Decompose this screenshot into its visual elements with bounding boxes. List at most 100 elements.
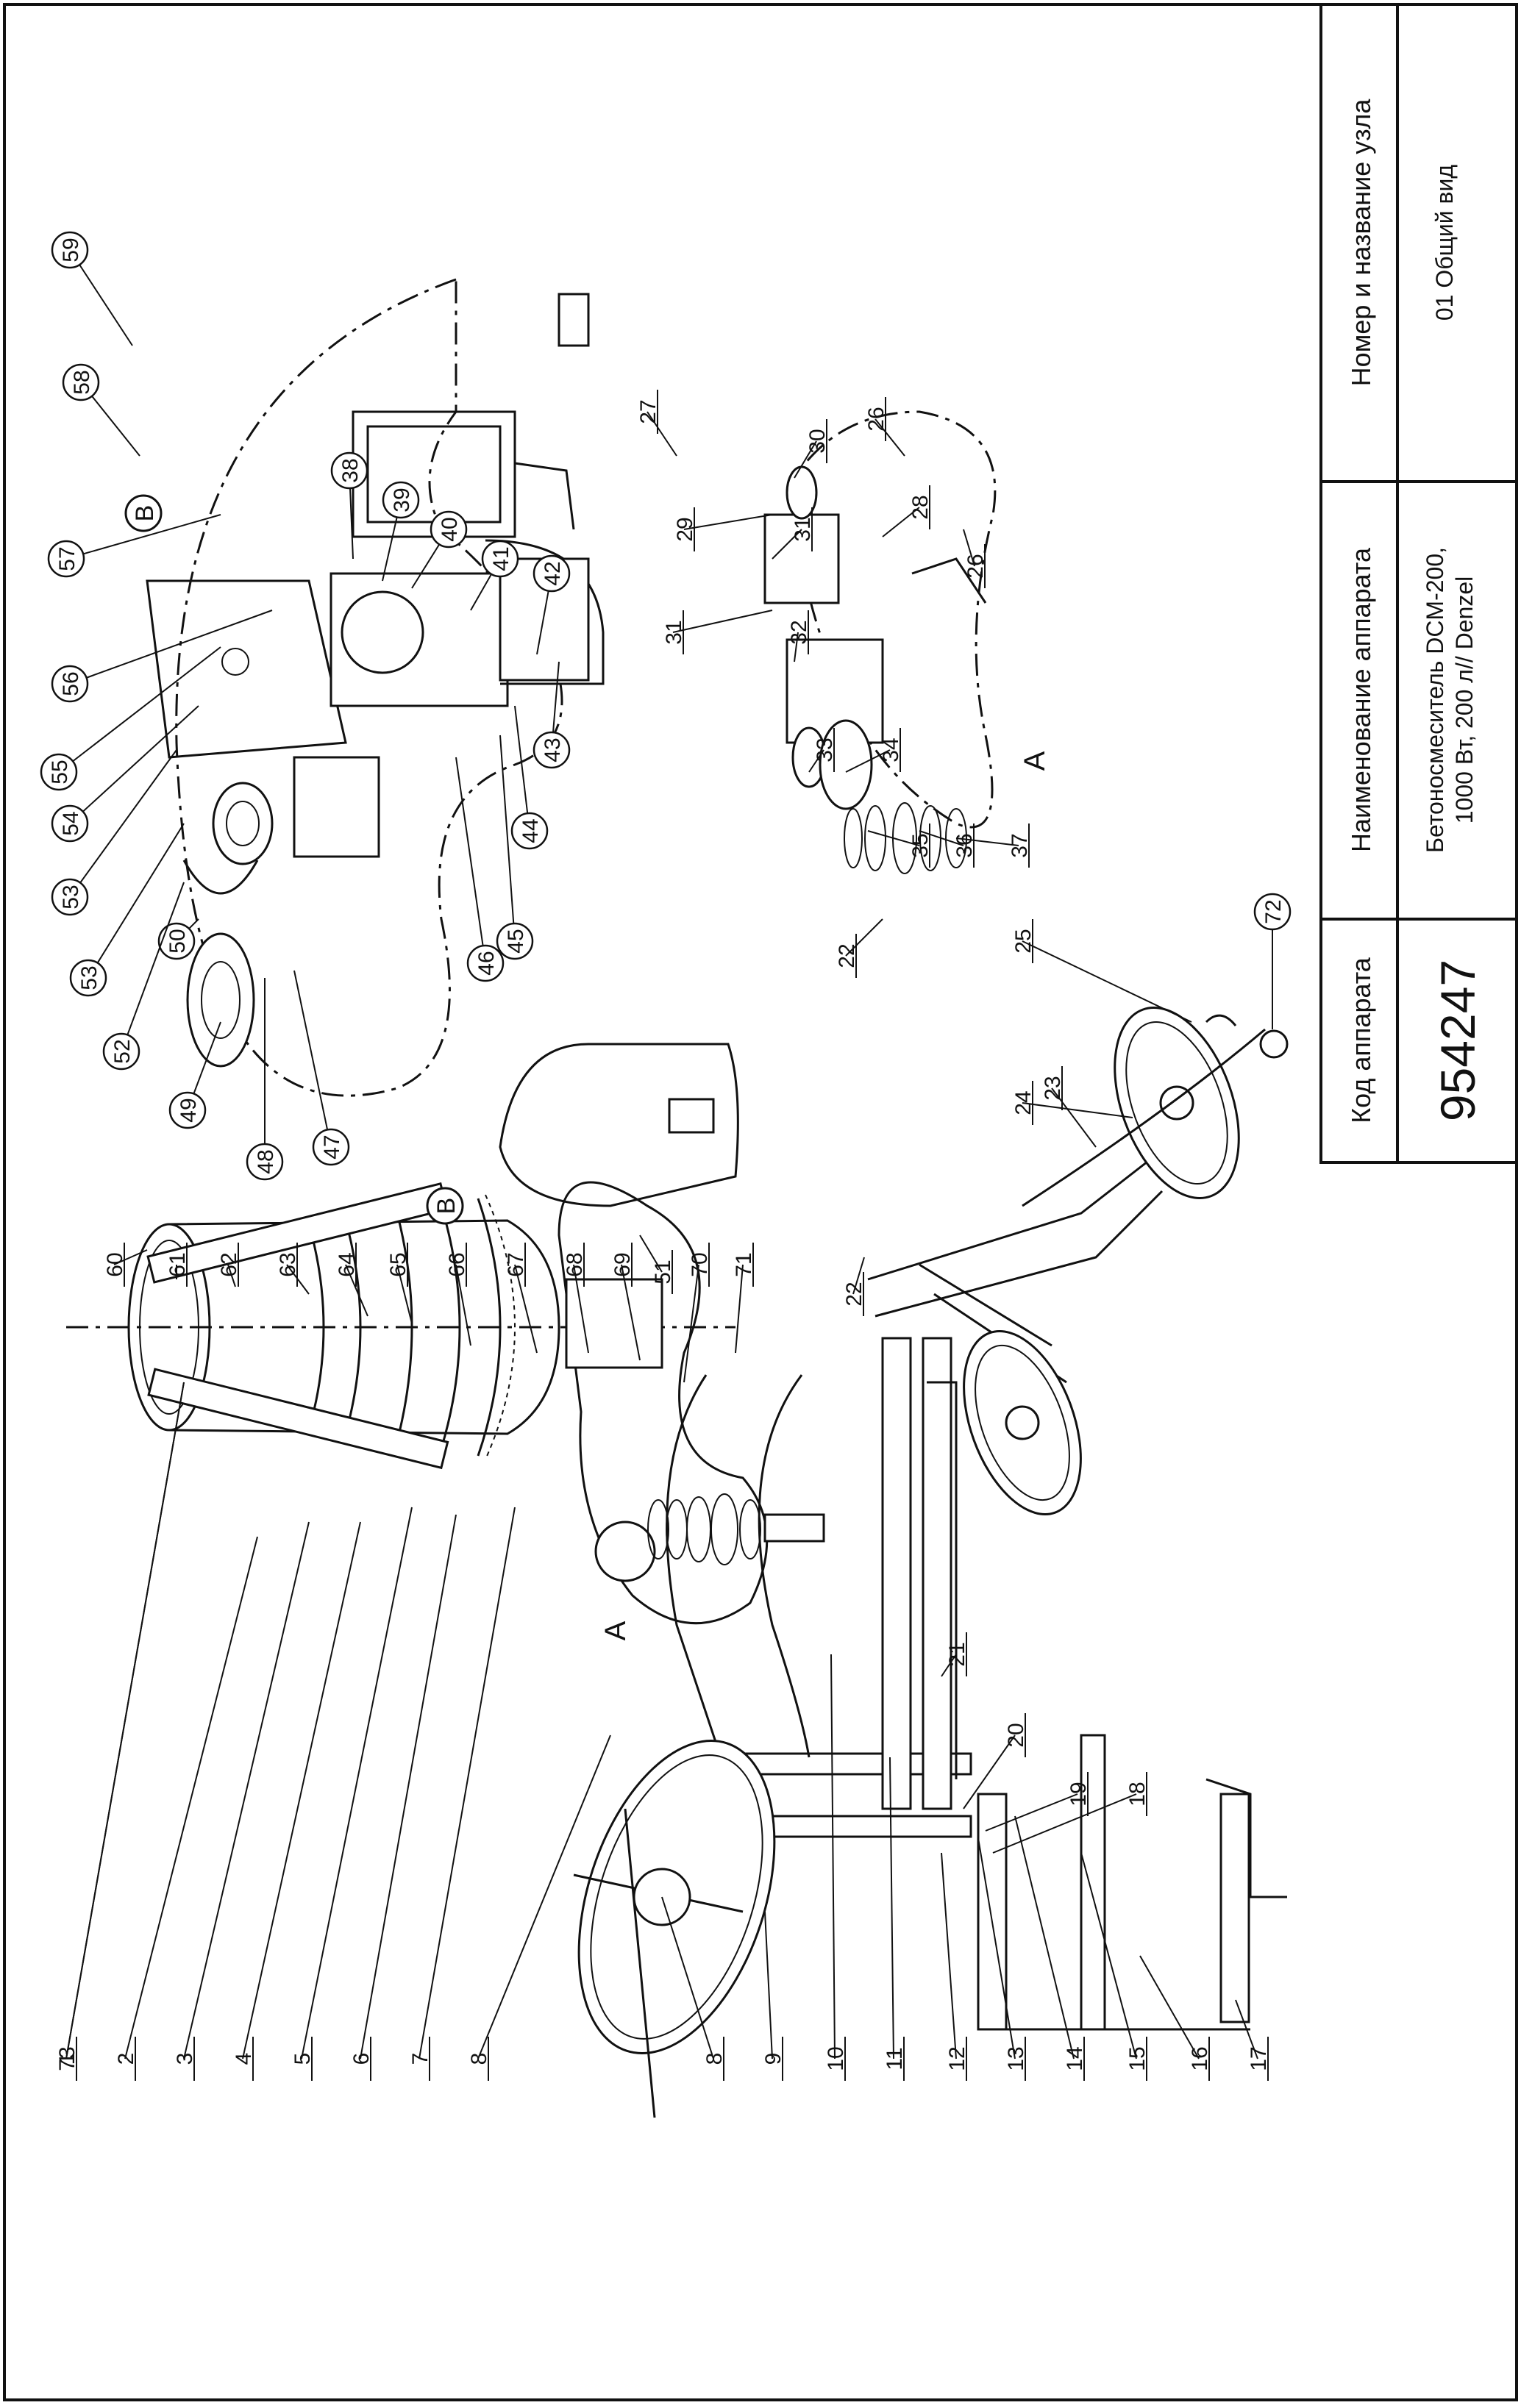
callout-37: 37 <box>955 823 1032 868</box>
callout-22: 22 <box>842 1257 866 1316</box>
callout-2: 2 <box>114 1536 258 2081</box>
callout-40: 40 <box>411 510 468 589</box>
callout-61: 61 <box>165 1243 190 1287</box>
callout-label: 9 <box>761 2053 786 2065</box>
callout-48: 48 <box>246 978 284 1181</box>
callout-label: 26 <box>963 554 988 578</box>
callout-29: 29 <box>673 507 773 551</box>
callout-label: 33 <box>813 737 837 762</box>
callout-label: 48 <box>254 1149 278 1173</box>
callout-label: 51 <box>651 1260 675 1284</box>
callout-label: 17 <box>1247 2046 1271 2071</box>
callout-label: 21 <box>945 1642 969 1666</box>
svg-text:B: B <box>131 505 159 522</box>
callout-1: 1 <box>55 1382 185 2081</box>
callout-66: 66 <box>445 1243 471 1346</box>
callout-label: 31 <box>791 517 815 541</box>
callout-3: 3 <box>173 1521 310 2081</box>
callout-20: 20 <box>963 1713 1028 1809</box>
callout-12: 12 <box>941 1852 969 2081</box>
callout-51: 51 <box>639 1235 675 1294</box>
callout-label: 64 <box>335 1252 359 1276</box>
callout-label: 35 <box>908 833 933 857</box>
stand-leg <box>977 1734 1287 2031</box>
callout-label: 1 <box>55 2053 79 2065</box>
callout-21: 21 <box>941 1632 969 1677</box>
callout-label: 68 <box>563 1252 587 1276</box>
callout-45: 45 <box>496 735 534 960</box>
callout-label: 60 <box>103 1252 127 1276</box>
callout-18: 18 <box>992 1772 1150 1854</box>
callout-42: 42 <box>532 554 571 655</box>
callout-23: 23 <box>1041 1066 1097 1148</box>
callout-47: 47 <box>293 970 350 1166</box>
drawing-frame <box>3 3 1518 2401</box>
callout-label: 69 <box>610 1252 635 1276</box>
callout-label: 54 <box>59 811 83 835</box>
callout-label: 15 <box>1125 2046 1150 2071</box>
callout-label: 34 <box>879 737 903 762</box>
callout-label: 29 <box>673 517 697 541</box>
view-label-a-detail: A <box>1019 751 1051 771</box>
callout-label: 67 <box>504 1252 528 1276</box>
callout-label: 16 <box>1188 2046 1212 2071</box>
callout-label: 32 <box>787 620 811 644</box>
callout-26: 26 <box>963 529 988 588</box>
callout-label: 42 <box>541 561 565 585</box>
callout-label: 11 <box>883 2047 907 2070</box>
wheel-lower <box>963 1330 1082 1515</box>
callout-6: 6 <box>349 1514 457 2081</box>
callout-label: 70 <box>688 1252 712 1276</box>
callout-label: 22 <box>835 943 859 968</box>
callout-71: 71 <box>732 1243 756 1354</box>
callout-label: 65 <box>386 1252 410 1276</box>
callout-13: 13 <box>977 1837 1028 2081</box>
callout-11: 11 <box>883 1757 907 2081</box>
callout-label: 49 <box>177 1098 201 1122</box>
callout-7: 7 <box>408 1507 516 2081</box>
callout-label: 56 <box>59 671 83 696</box>
callout-38: 38 <box>330 451 368 560</box>
callout-62: 62 <box>217 1243 241 1287</box>
detail-b <box>146 277 605 1097</box>
svg-text:B: B <box>432 1198 460 1215</box>
callout-label: 8 <box>702 2053 727 2065</box>
callout-label: 5 <box>291 2053 315 2065</box>
callout-label: 25 <box>1011 929 1036 953</box>
gearbox-assembly <box>558 1181 825 1625</box>
axle-assembly <box>867 1007 1289 1515</box>
callout-label: 30 <box>805 429 830 453</box>
detail-a <box>763 410 1266 1207</box>
node-header: Номер и название узла <box>1346 99 1376 387</box>
callout-9: 9 <box>761 1911 786 2081</box>
callout-17: 17 <box>1235 1999 1271 2081</box>
callout-label: 73 <box>55 2046 79 2071</box>
name-line-2: 1000 Вт, 200 л// Denzel <box>1451 576 1478 823</box>
callout-10: 10 <box>824 1654 848 2081</box>
code-value: 954247 <box>1431 960 1485 1121</box>
callout-label: 53 <box>77 965 101 990</box>
callout-label: 59 <box>59 237 83 262</box>
callout-19: 19 <box>985 1772 1091 1832</box>
callout-26: 26 <box>864 397 905 457</box>
callout-72: 72 <box>1253 893 1292 1029</box>
callout-64: 64 <box>335 1243 368 1317</box>
callout-24: 24 <box>1011 1081 1133 1125</box>
callout-label: 66 <box>445 1252 469 1276</box>
callout-label: 7 <box>408 2053 432 2065</box>
callout-label: 63 <box>276 1252 300 1276</box>
name-line-1: Бетоносмеситель DCM-200, <box>1422 547 1448 853</box>
wheel-upper <box>1114 1007 1240 1199</box>
callout-label: 62 <box>217 1252 241 1276</box>
callout-34: 34 <box>845 728 903 773</box>
callout-label: 10 <box>824 2046 848 2071</box>
callout-8: 8 <box>661 1896 727 2081</box>
callout-label: 26 <box>864 407 888 431</box>
callout-label: 46 <box>474 951 499 975</box>
callout-58: 58 <box>62 363 140 457</box>
name-header: Наименование аппарата <box>1346 547 1376 852</box>
callout-25: 25 <box>1011 919 1192 1023</box>
callout-44: 44 <box>510 705 549 850</box>
